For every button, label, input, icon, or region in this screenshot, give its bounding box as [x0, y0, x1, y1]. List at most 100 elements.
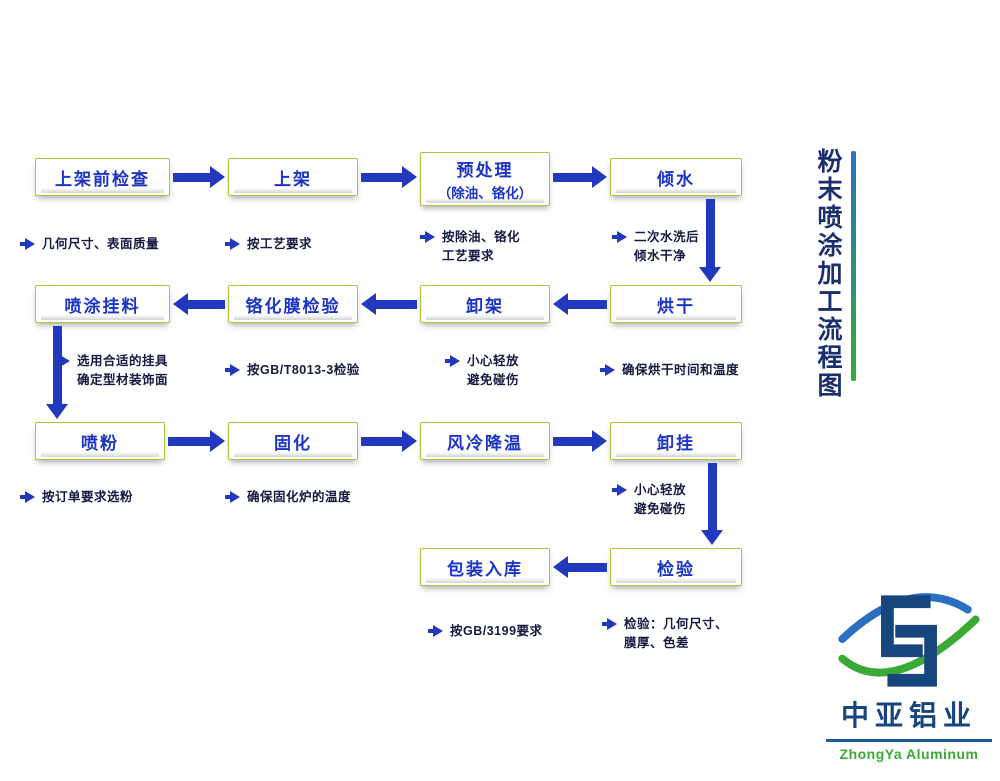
note-text: 按GB/3199要求	[450, 624, 543, 638]
flow-node-drying: 烘干	[610, 285, 742, 323]
note-unracking: 小心轻放 避免碰伤	[445, 352, 519, 390]
arrow-head	[553, 293, 568, 315]
note-text: 选用合适的挂具 确定型材装饰面	[77, 354, 169, 387]
node-label: 预处理	[456, 161, 514, 180]
node-label: 倾水	[657, 169, 695, 189]
flow-arrow-left-icon	[173, 293, 225, 315]
arrow-head	[592, 166, 607, 188]
node-label: 包装入库	[447, 559, 523, 579]
note-drain-water: 二次水洗后 倾水干净	[612, 228, 699, 266]
flow-arrow-right-icon	[361, 430, 417, 452]
arrow-shaft	[361, 436, 402, 446]
flow-node-racking: 上架	[228, 158, 358, 196]
flow-node-powder-spray: 喷粉	[35, 422, 165, 460]
note-text: 小心轻放 避免碰伤	[634, 483, 687, 516]
flow-node-unracking: 卸架	[420, 285, 550, 323]
note-arrow-icon	[445, 355, 460, 367]
arrow-head	[210, 166, 225, 188]
arrow-shaft	[568, 562, 607, 572]
note-text: 小心轻放 避免碰伤	[467, 354, 520, 387]
note-arrow-icon	[428, 625, 443, 637]
arrow-shaft	[168, 436, 210, 446]
flow-node-drain-water: 倾水	[610, 158, 742, 196]
flow-arrow-right-icon	[553, 430, 607, 452]
flow-node-pretreatment: 预处理 （除油、铬化）	[420, 152, 550, 206]
arrow-head	[210, 430, 225, 452]
note-pretreatment: 按除油、铬化 工艺要求	[420, 228, 520, 266]
arrow-shaft	[553, 436, 592, 446]
node-label: 烘干	[657, 296, 695, 316]
flow-arrow-down-icon	[701, 463, 723, 545]
flow-arrow-right-icon	[553, 166, 607, 188]
arrow-head	[361, 293, 376, 315]
note-curing: 确保固化炉的温度	[225, 488, 351, 507]
logo-english-name: ZhongYa Aluminum	[839, 746, 979, 762]
node-label: 卸架	[466, 296, 504, 316]
flow-node-chromate-film-inspection: 铬化膜检验	[228, 285, 358, 323]
arrow-shaft	[553, 172, 592, 182]
note-arrow-icon	[612, 231, 627, 243]
flow-arrow-left-icon	[553, 556, 607, 578]
node-label: 上架	[274, 169, 312, 189]
note-arrow-icon	[225, 491, 240, 503]
note-text: 按GB/T8013-3检验	[247, 363, 360, 377]
arrow-head	[553, 556, 568, 578]
arrow-head	[173, 293, 188, 315]
flow-node-packing-warehouse: 包装入库	[420, 548, 550, 586]
flow-node-air-cooling: 风冷降温	[420, 422, 550, 460]
flow-arrow-left-icon	[553, 293, 607, 315]
note-pre-rack-check: 几何尺寸、表面质量	[20, 235, 159, 254]
arrow-shaft	[52, 326, 62, 404]
flow-arrow-right-icon	[361, 166, 417, 188]
node-label: 风冷降温	[447, 433, 523, 453]
arrow-head	[699, 267, 721, 282]
node-label: 检验	[657, 559, 695, 579]
flow-arrow-right-icon	[173, 166, 225, 188]
note-arrow-icon	[602, 618, 617, 630]
logo-glyph-top	[881, 595, 931, 658]
arrow-head	[46, 404, 68, 419]
node-label: 喷粉	[81, 433, 119, 453]
arrow-shaft	[568, 299, 607, 309]
node-sublabel: （除油、铬化）	[437, 186, 533, 201]
flow-arrow-down-icon	[46, 326, 68, 419]
title-accent-bar	[851, 151, 856, 381]
logo-glyph-bottom	[887, 624, 937, 687]
company-logo: 中亚铝业 ZhongYa Aluminum	[824, 590, 994, 762]
arrow-shaft	[705, 199, 715, 267]
logo-chinese-name: 中亚铝业	[840, 700, 977, 731]
note-arrow-icon	[420, 231, 435, 243]
arrow-head	[402, 430, 417, 452]
note-drying: 确保烘干时间和温度	[600, 361, 739, 380]
note-arrow-icon	[225, 238, 240, 250]
arrow-shaft	[188, 299, 225, 309]
flow-node-curing: 固化	[228, 422, 358, 460]
note-text: 检验：几何尺寸、 膜厚、色差	[624, 617, 729, 650]
node-label: 上架前检查	[55, 169, 150, 189]
flow-node-unhanging: 卸挂	[610, 422, 742, 460]
note-text: 几何尺寸、表面质量	[42, 237, 160, 251]
flow-arrow-left-icon	[361, 293, 417, 315]
note-unhanging: 小心轻放 避免碰伤	[612, 481, 686, 519]
note-text: 按订单要求选粉	[42, 490, 134, 504]
flow-node-spray-hanging: 喷涂挂料	[35, 285, 170, 323]
note-text: 确保烘干时间和温度	[622, 363, 740, 377]
zhongya-logo-icon	[838, 593, 980, 687]
note-chromate-film-inspection: 按GB/T8013-3检验	[225, 361, 360, 380]
flow-node-pre-rack-check: 上架前检查	[35, 158, 170, 196]
note-arrow-icon	[55, 355, 70, 367]
logo-green-arc	[838, 615, 980, 677]
node-label: 卸挂	[657, 433, 695, 453]
note-packing-warehouse: 按GB/3199要求	[428, 622, 543, 641]
note-spray-hanging: 选用合适的挂具 确定型材装饰面	[55, 352, 168, 390]
flow-node-inspection: 检验	[610, 548, 742, 586]
note-arrow-icon	[20, 238, 35, 250]
note-powder-spray: 按订单要求选粉	[20, 488, 133, 507]
arrow-head	[402, 166, 417, 188]
node-label: 铬化膜检验	[245, 296, 341, 316]
page-title: 粉末喷涂加工流程图	[814, 148, 842, 400]
note-arrow-icon	[225, 364, 240, 376]
arrow-shaft	[173, 172, 210, 182]
arrow-head	[701, 530, 723, 545]
